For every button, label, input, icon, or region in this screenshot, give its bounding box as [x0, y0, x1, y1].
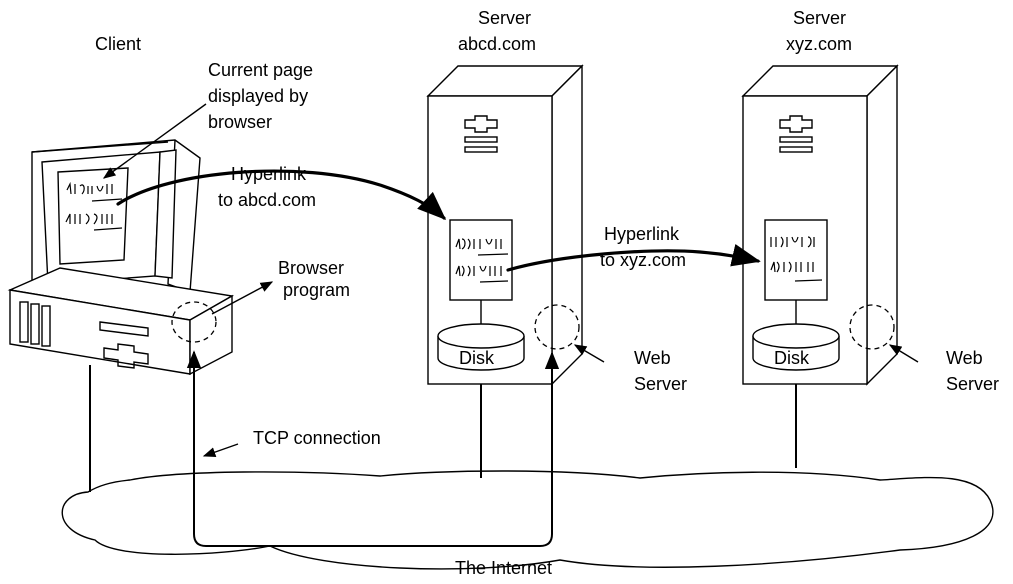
hyperlink-abcd-label-line1: Hyperlink — [231, 164, 307, 184]
internet-cloud-outline — [61, 470, 994, 570]
internet-label: The Internet — [455, 558, 552, 578]
server-abcd-page — [449, 219, 513, 301]
server-abcd-web-label-line1: Web — [634, 348, 671, 368]
current-page-label-line1: Current page — [208, 60, 313, 80]
browser-program-ellipse — [171, 301, 217, 343]
server-abcd-web-server-ellipse — [534, 304, 580, 350]
internet-cloud: The Internet — [61, 470, 994, 578]
server-xyz-disk-label: Disk — [774, 348, 810, 368]
server-abcd-disk-label: Disk — [459, 348, 495, 368]
current-page-label-line3: browser — [208, 112, 272, 132]
server-xyz-disk: Disk — [752, 300, 840, 371]
hyperlink-xyz-label-line2: to xyz.com — [600, 250, 686, 270]
server-abcd-label-line2: abcd.com — [458, 34, 536, 54]
client-monitor — [31, 139, 201, 301]
server-xyz-web-label-line1: Web — [946, 348, 983, 368]
server-abcd-label-line1: Server — [478, 8, 531, 28]
server-xyz-web-label-line2: Server — [946, 374, 999, 394]
server-xyz-label-line2: xyz.com — [786, 34, 852, 54]
server-xyz-page — [764, 219, 828, 301]
hyperlink-to-abcd: Hyperlink to abcd.com — [116, 164, 447, 220]
client-label: Client — [95, 34, 141, 54]
hyperlink-to-xyz: Hyperlink to xyz.com — [506, 224, 761, 272]
server-abcd-web-label-line2: Server — [634, 374, 687, 394]
client-computer: Client — [7, 34, 350, 492]
server-xyz-label-line1: Server — [793, 8, 846, 28]
hyperlink-xyz-label-line1: Hyperlink — [604, 224, 680, 244]
client-screen-scribble — [65, 181, 123, 231]
hyperlink-abcd-label-line2: to abcd.com — [218, 190, 316, 210]
tcp-connection-label: TCP connection — [253, 428, 381, 448]
tcp-connection: TCP connection — [186, 350, 560, 547]
server-xyz-web-server-ellipse — [849, 304, 895, 350]
server-xyz: Server xyz.com Disk Web Server — [741, 8, 999, 468]
browser-label-line2: program — [283, 280, 350, 300]
client-base-unit — [7, 267, 235, 376]
current-page-label-line2: displayed by — [208, 86, 308, 106]
server-abcd: Server abcd.com Disk Web Server — [426, 8, 687, 478]
browser-label-line1: Browser — [278, 258, 344, 278]
